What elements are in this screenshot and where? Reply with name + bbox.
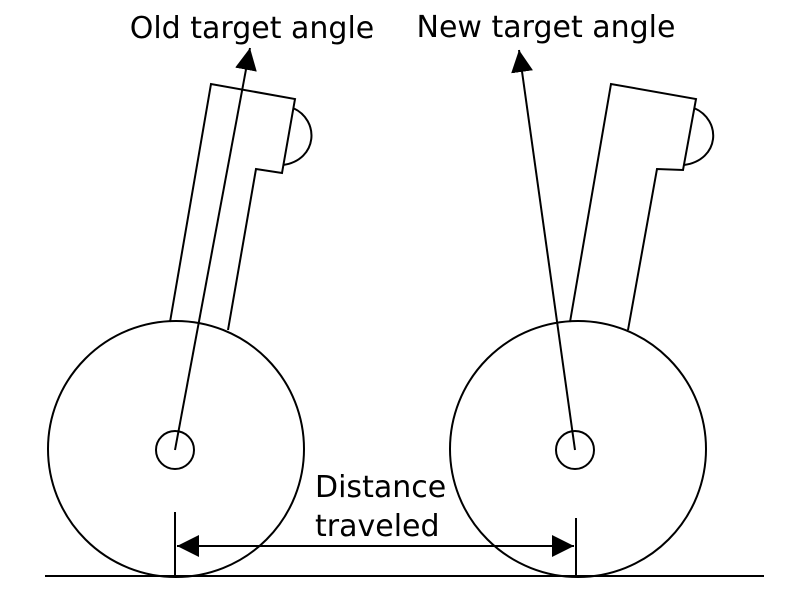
right-robot-body [569, 82, 698, 331]
right-robot-bumper [683, 107, 715, 166]
new-angle-label: New target angle [417, 10, 676, 45]
distance-dimension [174, 512, 577, 577]
distance-label-line2: traveled [315, 509, 440, 544]
left-robot-bumper [282, 107, 313, 166]
left-robot [47, 47, 313, 578]
right-wheel-hub [555, 430, 595, 470]
left-wheel-hub [155, 430, 195, 470]
right-robot [449, 49, 715, 578]
old-angle-label: Old target angle [130, 11, 375, 46]
new-angle-arrow [511, 49, 576, 451]
distance-label-line1: Distance [315, 470, 446, 505]
left-robot-body [169, 82, 297, 331]
right-wheel [449, 320, 707, 578]
old-angle-arrow [174, 47, 257, 451]
